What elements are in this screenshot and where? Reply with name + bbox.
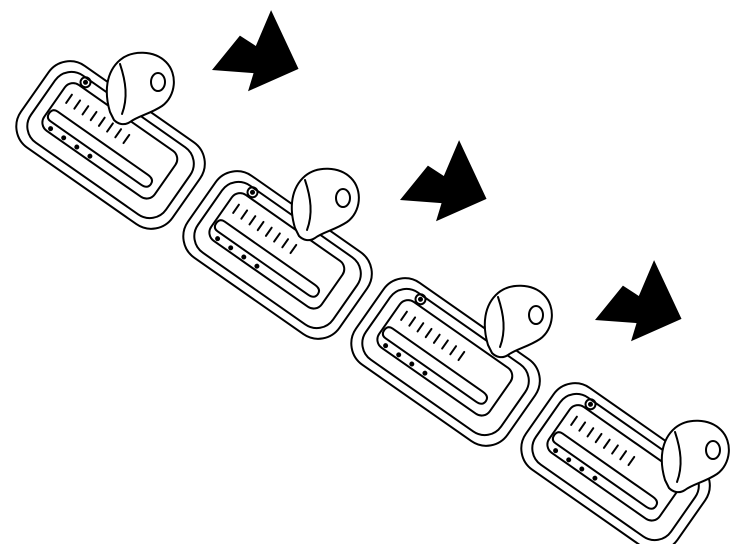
step-3-lever-handle xyxy=(485,286,552,357)
step-2-lever-handle xyxy=(292,169,359,240)
arrow-3 xyxy=(583,258,683,350)
arrow-2 xyxy=(388,138,488,230)
arrow-1 xyxy=(200,8,300,100)
step-4-lever-handle xyxy=(662,421,729,492)
step-1-lever-handle xyxy=(107,53,174,124)
